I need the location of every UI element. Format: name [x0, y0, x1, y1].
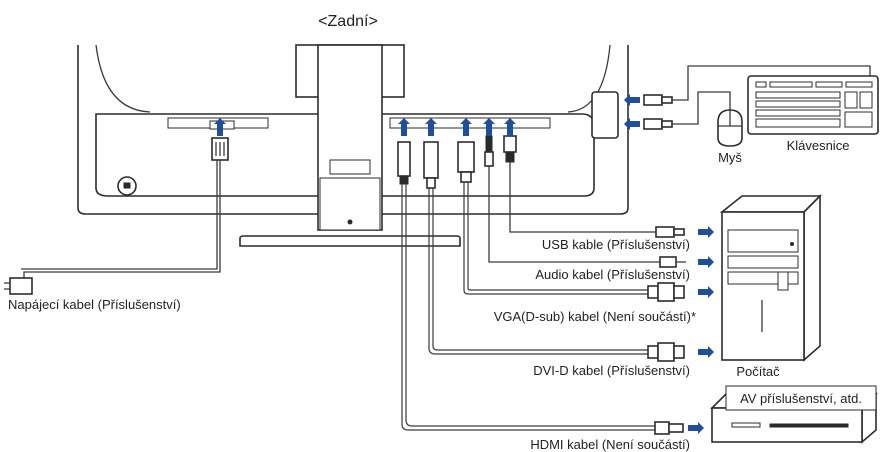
- hdmi-plug: [397, 141, 411, 177]
- dvi-plug-end: [657, 342, 675, 362]
- usb-plug-hub-2: [643, 118, 663, 130]
- device-arrows: [688, 226, 714, 434]
- av-label-box: [725, 385, 877, 411]
- blue-arrow-icon: [214, 118, 226, 136]
- monitor-curve-left: [95, 44, 151, 113]
- usb-hub-block: [591, 91, 619, 139]
- dvi-cable: [423, 141, 685, 362]
- blue-arrow-icon: [624, 118, 640, 130]
- keyboard-label: Klávesnice: [787, 138, 850, 153]
- audio-cable-label: Audio kabel (Příslušenství): [535, 267, 690, 282]
- keyboard: Klávesnice: [747, 75, 879, 153]
- dvi-cable-label: DVI-D kabel (Příslušenství): [533, 363, 690, 378]
- stand-base: [239, 235, 461, 247]
- vga-cable: [457, 141, 685, 302]
- mouse-icon: [717, 109, 743, 147]
- hdmi-cable-label: HDMI kabel (Není součástí): [530, 437, 690, 452]
- usb-cable: [503, 135, 685, 238]
- blue-arrow-icon: [460, 118, 472, 136]
- av-label: AV příslušenství, atd.: [740, 391, 862, 406]
- mouse-label: Myš: [718, 150, 742, 165]
- blue-arrow-icon: [698, 256, 714, 268]
- power-plug-end: [9, 277, 33, 295]
- power-cable: [4, 137, 229, 295]
- diagram-title: <Zadní>: [318, 13, 378, 30]
- stand-handle: [329, 159, 371, 175]
- dvi-plug: [423, 141, 439, 179]
- vga-cable-label: VGA(D-sub) kabel (Není součástí)*: [494, 309, 696, 324]
- audio-cable: [484, 135, 686, 268]
- computer: Počítač: [719, 194, 822, 379]
- blue-arrow-icon: [688, 422, 704, 434]
- power-cable-label: Napájecí kabel (Příslušenství): [8, 297, 181, 312]
- usb-plug: [503, 135, 517, 153]
- hdmi-cable: [397, 141, 684, 435]
- blue-arrow-icon: [483, 118, 495, 136]
- stand-screw: [347, 219, 353, 225]
- audio-jack: [485, 135, 493, 153]
- blue-arrow-icon: [398, 118, 410, 136]
- usb-plug-end: [655, 226, 675, 238]
- port-arrows: [214, 118, 516, 136]
- blue-arrow-icon: [425, 118, 437, 136]
- blue-arrow-icon: [624, 94, 640, 106]
- computer-side: [803, 194, 821, 362]
- hdmi-plug-end: [654, 421, 670, 435]
- vga-plug-end: [657, 282, 675, 302]
- monitor-back: [77, 44, 629, 247]
- vga-plug: [457, 141, 475, 173]
- blue-arrow-icon: [698, 286, 714, 298]
- usb-hub: [591, 65, 871, 139]
- blue-arrow-icon: [698, 346, 714, 358]
- computer-label: Počítač: [736, 364, 780, 379]
- audio-plug-end: [659, 256, 677, 268]
- blue-arrow-icon: [504, 118, 516, 136]
- usb-plug-hub-1: [643, 94, 663, 106]
- usb-cable-label: USB kable (Příslušenství): [542, 237, 690, 252]
- blue-arrow-icon: [698, 226, 714, 238]
- kensington-slot-inner: [123, 182, 131, 189]
- av-equipment: AV příslušenství, atd.: [710, 385, 878, 444]
- mouse: Myš: [717, 109, 743, 165]
